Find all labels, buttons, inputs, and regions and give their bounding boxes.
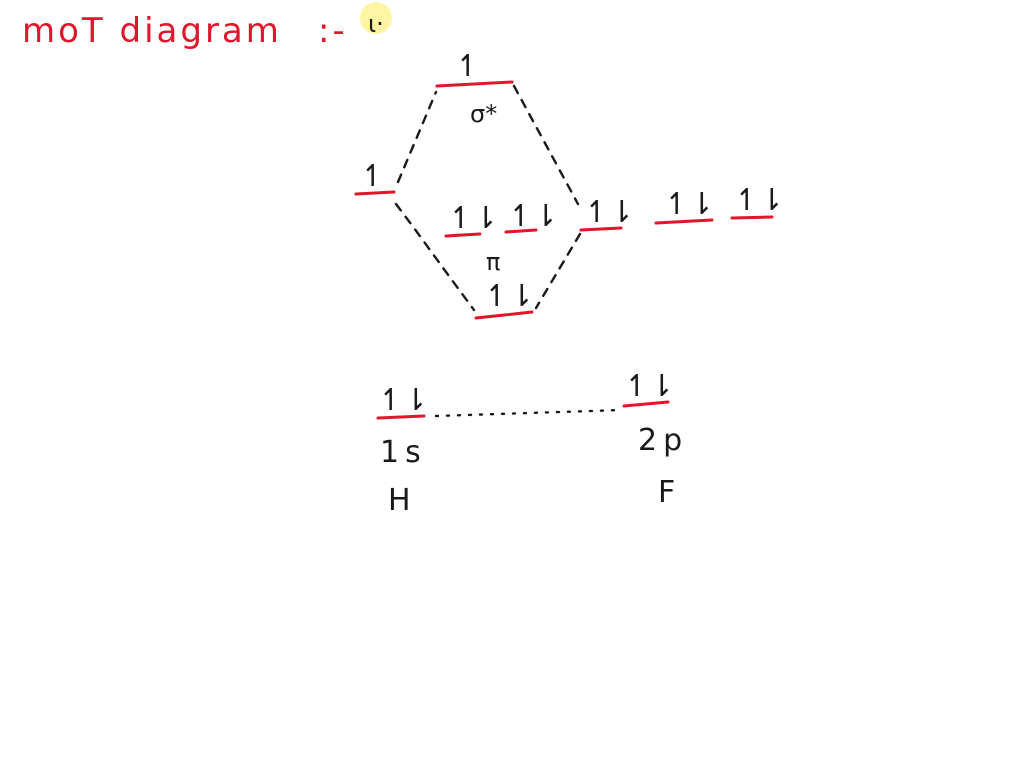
- f-2p-electrons-bottom: ↿⇂: [624, 369, 674, 404]
- f-2p-electrons-2: ↿⇂: [664, 187, 714, 222]
- sigma-electrons: ↿⇂: [484, 279, 534, 314]
- dash-h-to-sigma: [394, 202, 476, 312]
- dash-f-to-sigma: [534, 232, 582, 310]
- f-2p-level-3: [730, 215, 774, 220]
- pi-level-2: [504, 228, 538, 234]
- h-1s-electrons: ↿⇂: [378, 383, 428, 418]
- pi-level-1: [444, 232, 482, 238]
- pi-electrons-1: ↿⇂: [448, 201, 498, 236]
- f-2p-level-1: [579, 226, 623, 232]
- pi-electrons-2: ↿⇂: [508, 199, 558, 234]
- cursor-highlight: [360, 2, 392, 34]
- diagram-title: moT diagram: [22, 11, 282, 51]
- h-side-electron: ↿: [360, 159, 385, 194]
- f-atom-label: F: [658, 475, 681, 510]
- pi-label: π: [486, 248, 500, 276]
- f-2p-electrons-1: ↿⇂: [584, 195, 634, 230]
- dotted-connector: [434, 408, 624, 418]
- title-separator: :-: [318, 11, 348, 51]
- f-2p-level-2: [654, 218, 714, 225]
- h-1s-label: 1s: [380, 435, 427, 470]
- dash-h-to-sigma-star: [396, 90, 438, 184]
- sigma-level: [474, 310, 534, 320]
- cursor-mark: ɩ·: [368, 10, 384, 38]
- f-2p-electrons-3: ↿⇂: [734, 183, 784, 218]
- f-2p-label: 2p: [638, 423, 688, 458]
- h-1s-level: [376, 414, 426, 420]
- sigma-star-level: [435, 80, 514, 88]
- h-side-level: [354, 190, 396, 196]
- f-2p-level-bottom: [622, 400, 670, 408]
- sigma-star-electron: ↿: [455, 49, 480, 84]
- dash-sigma-star-to-f: [512, 84, 580, 206]
- sigma-star-label: σ*: [470, 100, 497, 128]
- h-atom-label: H: [388, 483, 417, 518]
